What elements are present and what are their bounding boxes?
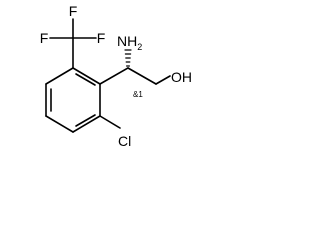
hashed-wedge-bond xyxy=(124,49,132,67)
ring-bond-c6-c1 xyxy=(72,67,101,85)
bond-chiral-carbon-to-ch2 xyxy=(127,67,157,85)
ring-bond-c1-c2 xyxy=(45,67,74,85)
fluorine-top-label: F xyxy=(69,3,78,19)
ring-double-bond-inner-3 xyxy=(75,73,96,86)
ring-bond-c4-c5 xyxy=(72,115,101,133)
bond-ch2-to-oh xyxy=(155,75,171,85)
ring-bond-c3-c4 xyxy=(45,115,74,133)
amino-nh-label: NH xyxy=(117,33,137,49)
hydroxyl-label: OH xyxy=(171,69,192,85)
amino-label: NH2 xyxy=(117,33,142,52)
amino-subscript: 2 xyxy=(137,42,142,52)
ring-double-bond-inner-2 xyxy=(75,114,96,127)
bond-ring-to-chiral-carbon xyxy=(99,67,129,85)
trifluoromethyl-group xyxy=(49,18,97,69)
aminoethanol-chain xyxy=(99,49,171,85)
chlorine-label: Cl xyxy=(118,133,131,149)
fluorine-right-label: F xyxy=(97,30,106,46)
stereo-descriptor-label: &1 xyxy=(133,90,143,99)
bond-ring-to-cl xyxy=(99,115,121,129)
benzene-ring xyxy=(45,67,101,133)
fluorine-left-label: F xyxy=(40,30,49,46)
chemical-structure-diagram: F F F NH2 &1 OH Cl xyxy=(40,3,192,149)
